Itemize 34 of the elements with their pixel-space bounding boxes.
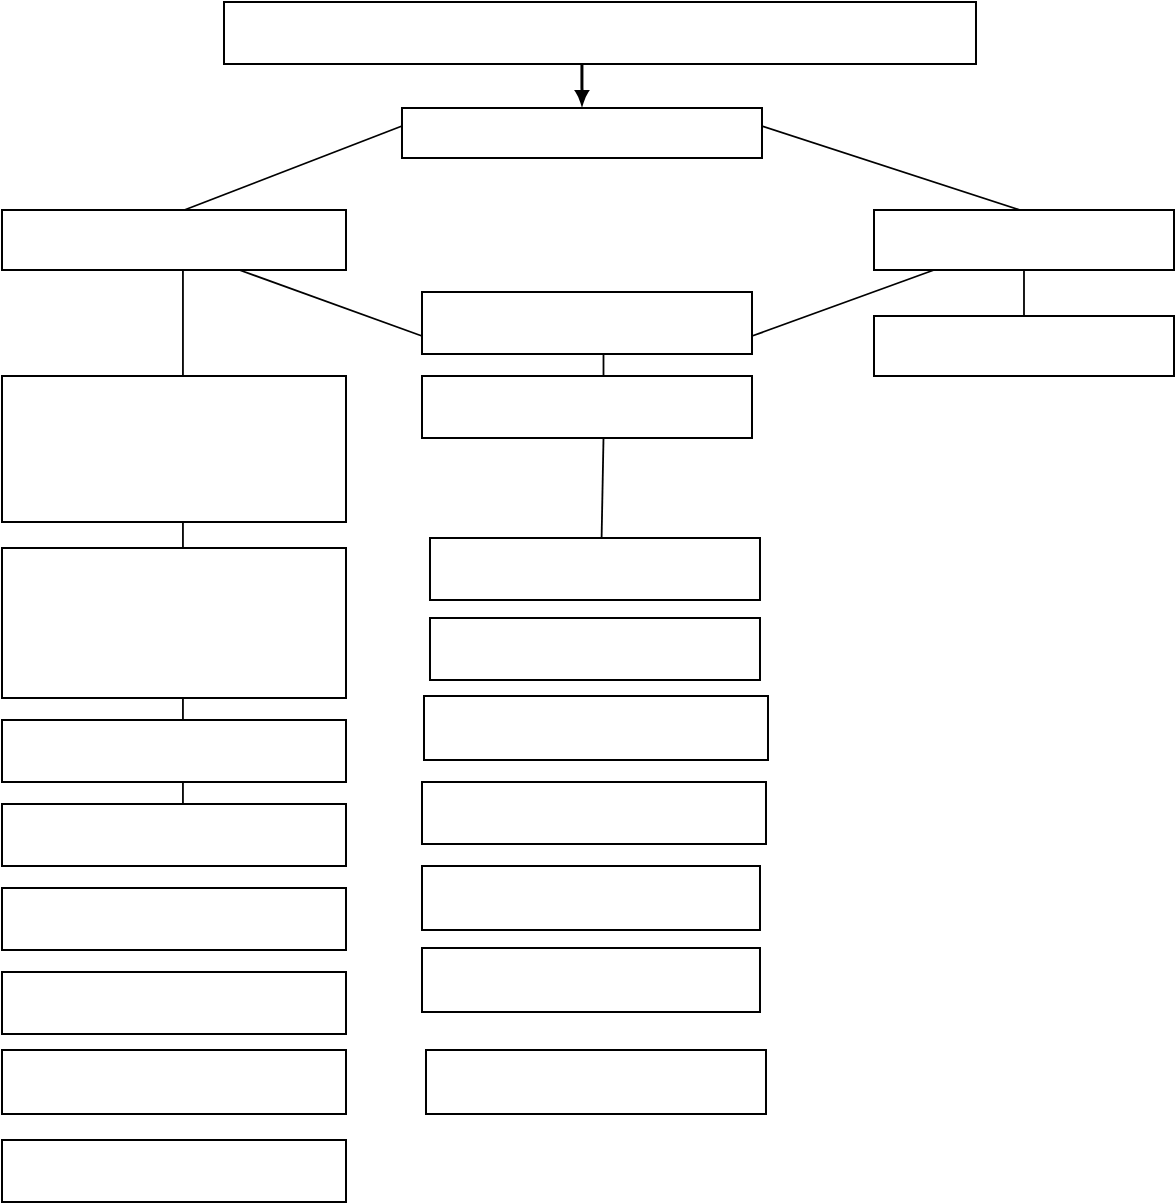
empty-box (1, 209, 347, 271)
connector-line (761, 125, 1021, 211)
connector-line (182, 269, 184, 377)
connector-line (1023, 269, 1025, 317)
empty-box (429, 617, 761, 681)
empty-box (873, 315, 1175, 377)
empty-box (1, 1049, 347, 1115)
empty-box (873, 209, 1175, 271)
connector-line (182, 521, 184, 549)
connector-line (238, 269, 423, 337)
empty-box (223, 1, 977, 65)
empty-box (421, 781, 767, 845)
connector-line (602, 353, 605, 377)
empty-box (1, 803, 347, 867)
empty-box (421, 865, 761, 931)
empty-box (1, 375, 347, 523)
arrow (575, 64, 589, 105)
empty-box (1, 971, 347, 1035)
empty-box (429, 537, 761, 601)
empty-box (423, 695, 769, 761)
empty-box (1, 1139, 347, 1203)
empty-box (401, 107, 763, 159)
empty-box (421, 375, 753, 439)
empty-box (1, 719, 347, 783)
connector-line (182, 697, 184, 721)
empty-box (1, 887, 347, 951)
empty-box (1, 547, 347, 699)
empty-box (421, 291, 753, 355)
connector-line (751, 269, 935, 337)
connector-line (182, 781, 184, 805)
connector-line (183, 125, 403, 211)
empty-box (421, 947, 761, 1013)
connector-line (600, 437, 605, 539)
empty-box (425, 1049, 767, 1115)
